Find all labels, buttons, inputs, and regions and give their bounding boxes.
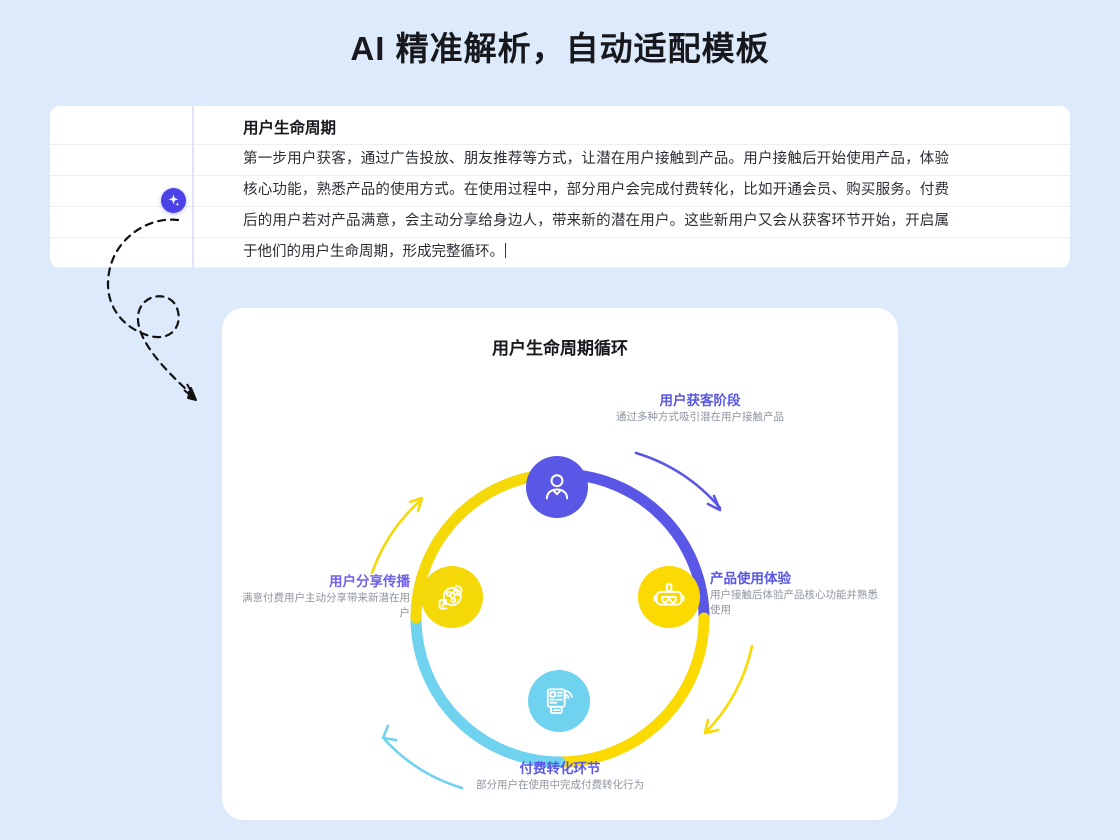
arc-bottom-right: [554, 612, 710, 768]
share-network-icon: [438, 584, 463, 610]
user-icon: [545, 474, 569, 500]
rule-line: [50, 237, 1070, 238]
rule-line: [50, 175, 1070, 176]
label-payment-title: 付费转化环节: [519, 761, 601, 776]
rule-line: [50, 206, 1070, 207]
label-experience: 产品使用体验 用户接触后体验产品核心功能并熟悉使用: [710, 570, 885, 617]
node-experience[interactable]: [638, 566, 700, 628]
label-experience-title: 产品使用体验: [710, 571, 791, 586]
node-payment[interactable]: [528, 670, 590, 732]
diagram-title: 用户生命周期循环: [492, 339, 628, 358]
flow-arrow-bottom-left: [381, 724, 464, 790]
label-experience-desc: 用户接触后体验产品核心功能并熟悉使用: [710, 589, 878, 616]
vr-headset-icon: [653, 583, 685, 606]
diagram-card: 用户生命周期循环: [222, 308, 898, 820]
rule-line: [50, 144, 1070, 145]
pos-terminal-icon: [546, 688, 573, 714]
label-share-title: 用户分享传播: [329, 574, 410, 589]
sparkle-icon: [168, 194, 180, 207]
document-body-text: 第一步用户获客，通过广告投放、朋友推荐等方式，让潜在用户接触到产品。用户接触后开…: [243, 151, 949, 260]
document-panel: 用户生命周期 第一步用户获客，通过广告投放、朋友推荐等方式，让潜在用户接触到产品…: [50, 106, 1070, 268]
label-share-desc: 满意付费用户主动分享带来新潜在用户: [242, 592, 410, 619]
document-heading: 用户生命周期: [243, 120, 337, 137]
text-cursor: [505, 243, 506, 258]
flow-arrow-bottom-right: [703, 644, 754, 735]
document-body-wrapper: 第一步用户获客，通过广告投放、朋友推荐等方式，让潜在用户接触到产品。用户接触后开…: [243, 144, 1070, 268]
arc-top-right: [554, 468, 710, 624]
label-payment-desc: 部分用户在使用中完成付费转化行为: [476, 779, 644, 791]
flow-arrow-top-left: [370, 496, 424, 575]
flow-arrow-top-right: [634, 451, 722, 512]
node-acquire[interactable]: [526, 456, 588, 518]
rule-line: [50, 267, 1070, 268]
arc-bottom-left: [410, 612, 566, 768]
label-share: 用户分享传播 满意付费用户主动分享带来新潜在用户: [238, 573, 410, 620]
dashed-curved-arrow-icon: [106, 218, 198, 401]
label-acquire: 用户获客阶段 通过多种方式吸引潜在用户接触产品: [560, 392, 840, 425]
node-share[interactable]: [421, 566, 483, 628]
ai-sparkle-button[interactable]: [161, 188, 186, 213]
page-title: AI 精准解析，自动适配模板: [350, 30, 770, 67]
document-text-block[interactable]: 用户生命周期 第一步用户获客，通过广告投放、朋友推荐等方式，让潜在用户接触到产品…: [192, 106, 1070, 268]
label-acquire-title: 用户获客阶段: [659, 393, 741, 408]
label-acquire-desc: 通过多种方式吸引潜在用户接触产品: [616, 411, 784, 423]
label-payment: 付费转化环节 部分用户在使用中完成付费转化行为: [420, 760, 700, 793]
